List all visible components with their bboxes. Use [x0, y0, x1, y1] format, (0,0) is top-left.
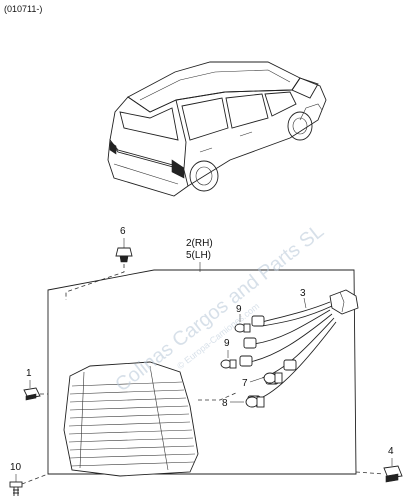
clip-part-6: [115, 238, 133, 263]
callout-7: 7: [242, 378, 248, 389]
callout-9b: 9: [224, 338, 230, 349]
callout-2-rh: 2(RH): [186, 238, 213, 249]
callout-10: 10: [10, 462, 22, 473]
callout-3: 3: [300, 288, 306, 299]
bulb-part-9a: [234, 323, 251, 333]
catalog-code: (010711-): [4, 4, 42, 14]
wiring-harness-part-3: [239, 289, 359, 407]
callout-9a: 9: [236, 304, 242, 315]
callout-6: 6: [120, 226, 126, 237]
callout-5-lh: 5(LH): [186, 250, 211, 261]
callout-1: 1: [26, 368, 32, 379]
bulb-part-7: [263, 372, 283, 384]
callout-4: 4: [388, 446, 394, 457]
assembly-box: [47, 269, 357, 475]
bulb-part-8: [245, 396, 265, 408]
nut-part-1: [23, 387, 41, 401]
watermark: Colinas Cargos and Parts SL © Europa-Cam…: [111, 220, 328, 396]
callout-8: 8: [222, 398, 228, 409]
vehicle-illustration: [107, 61, 327, 197]
bulb-part-9b: [220, 359, 237, 369]
retainer-part-4: [383, 465, 403, 483]
tail-lamp-lens: [63, 361, 199, 477]
screw-part-10: [9, 481, 23, 496]
